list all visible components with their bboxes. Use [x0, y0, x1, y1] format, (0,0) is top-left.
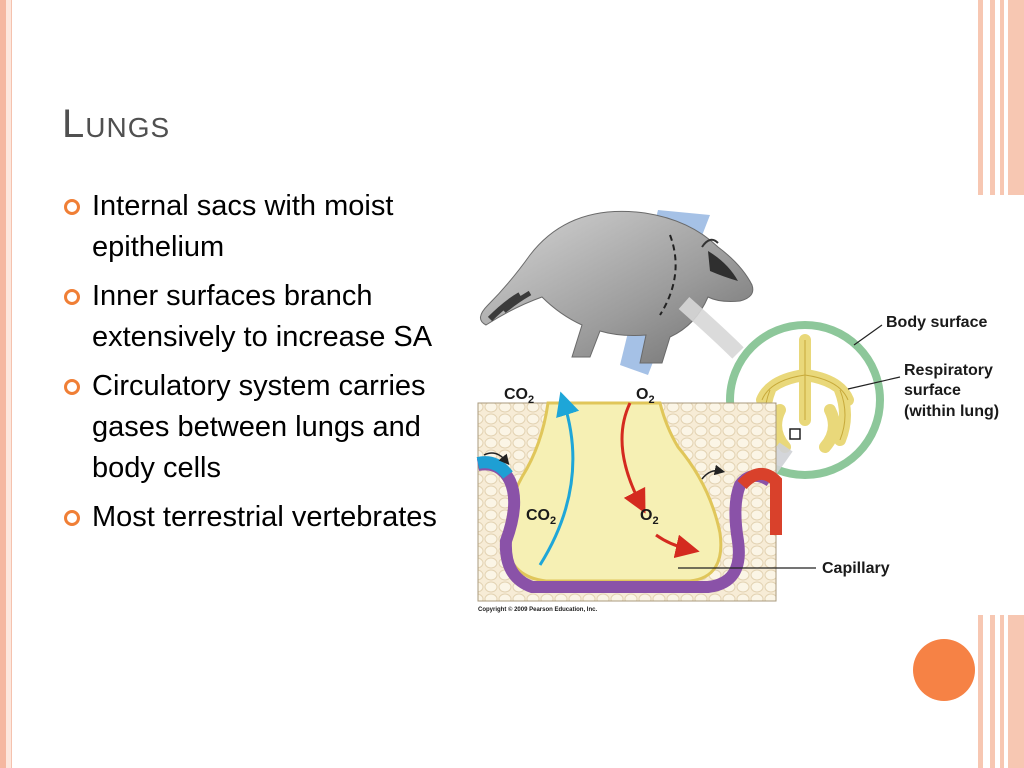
body-surface-label: Body surface: [886, 314, 987, 331]
raccoon-illustration: [480, 210, 754, 375]
bullet-ring-icon: [64, 510, 80, 526]
copyright-note: Copyright © 2009 Pearson Education, Inc.: [478, 606, 597, 613]
capillary-label: Capillary: [822, 560, 890, 577]
bullet-ring-icon: [64, 289, 80, 305]
left-border-stripes: [0, 0, 12, 768]
o2-label-inner: O2: [640, 507, 659, 527]
accent-circle: [913, 639, 975, 701]
bullet-ring-icon: [64, 379, 80, 395]
bullet-item: Inner surfaces branch extensively to inc…: [62, 276, 462, 358]
respiratory-surface-label-3: (within lung): [904, 403, 999, 420]
bullet-item: Circulatory system carries gases between…: [62, 366, 462, 489]
bullet-item: Internal sacs with moist epithelium: [62, 186, 462, 268]
slide-title: Lungs: [62, 102, 171, 146]
bullet-list: Internal sacs with moist epithelium Inne…: [62, 186, 462, 546]
o2-label-top: O2: [636, 386, 655, 406]
right-border-stripes-bottom: [978, 615, 1024, 768]
bullet-ring-icon: [64, 199, 80, 215]
right-border-stripes-top: [978, 0, 1024, 195]
lung-diagram: CO2 O2 CO2 O2 Body surface Respiratory s…: [476, 210, 999, 613]
respiratory-surface-label-1: Respiratory: [904, 362, 993, 379]
co2-label-inner: CO2: [526, 507, 556, 527]
respiratory-surface-label-2: surface: [904, 382, 961, 399]
co2-label-top: CO2: [504, 386, 534, 406]
bullet-item: Most terrestrial vertebrates: [62, 497, 462, 538]
alveolus-detail: [476, 391, 782, 602]
